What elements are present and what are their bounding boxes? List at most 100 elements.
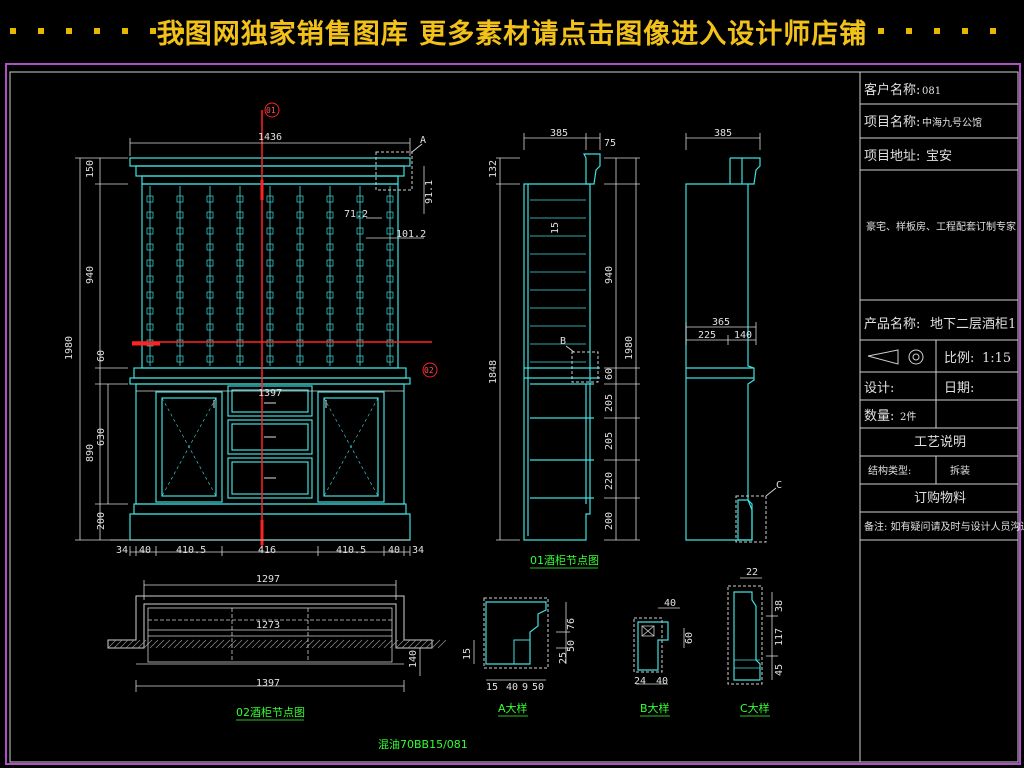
svg-text:385: 385 bbox=[714, 128, 732, 139]
rack-peg bbox=[356, 211, 364, 219]
rack-peg bbox=[236, 211, 244, 219]
detail-c: 22 38 117 45 bbox=[727, 567, 785, 685]
hatch-line bbox=[341, 639, 351, 649]
hatch-line bbox=[215, 639, 225, 649]
caption-detail-b: B大样 bbox=[640, 701, 670, 715]
hatch-line bbox=[281, 639, 291, 649]
date-label: 日期: bbox=[944, 381, 974, 396]
hatch-line bbox=[347, 639, 357, 649]
banner-dot bbox=[122, 28, 128, 34]
rack-peg bbox=[176, 243, 184, 251]
svg-text:101.2: 101.2 bbox=[396, 229, 426, 240]
rack-peg bbox=[296, 275, 304, 283]
hatch-line bbox=[431, 639, 441, 649]
svg-text:140: 140 bbox=[408, 650, 419, 668]
rack-peg bbox=[206, 291, 214, 299]
svg-text:50: 50 bbox=[532, 682, 544, 693]
rack-peg bbox=[236, 323, 244, 331]
qty-value: 2件 bbox=[900, 411, 916, 423]
rack-peg bbox=[206, 339, 214, 347]
caption-detail-c: C大样 bbox=[740, 701, 770, 715]
svg-text:15: 15 bbox=[486, 682, 498, 693]
rack-peg bbox=[386, 211, 394, 219]
side-view: C 385 365 225 140 bbox=[685, 128, 782, 543]
struct-label: 结构类型: bbox=[868, 464, 911, 477]
rack-peg bbox=[146, 323, 154, 331]
banner-dot bbox=[850, 28, 856, 34]
detail-a: 76 50 25 15 15 40 9 50 bbox=[462, 597, 577, 693]
section-shelves bbox=[530, 199, 586, 363]
rack-peg bbox=[146, 355, 154, 363]
hatch-line bbox=[305, 639, 315, 649]
rack-peg bbox=[146, 291, 154, 299]
plan-view-02: 1297 1273 1397 140 bbox=[107, 574, 447, 692]
rack-peg bbox=[356, 323, 364, 331]
rack-peg bbox=[326, 259, 334, 267]
svg-text:416: 416 bbox=[258, 545, 276, 556]
rack-peg bbox=[296, 259, 304, 267]
banner-dot bbox=[38, 28, 44, 34]
rack-peg bbox=[386, 227, 394, 235]
rack-peg bbox=[386, 291, 394, 299]
front-elevation: 01 02 A bbox=[64, 102, 438, 556]
svg-text:410.5: 410.5 bbox=[336, 545, 366, 556]
svg-text:75: 75 bbox=[604, 138, 616, 149]
hatch-line bbox=[275, 639, 285, 649]
rack-peg bbox=[356, 227, 364, 235]
rack-peg bbox=[206, 323, 214, 331]
callout-c: C bbox=[776, 480, 782, 491]
hatch-line bbox=[419, 639, 429, 649]
banner-dot bbox=[962, 28, 968, 34]
rack-peg bbox=[236, 195, 244, 203]
hatch-line bbox=[185, 639, 195, 649]
banner-dot bbox=[178, 28, 184, 34]
plan-dimension-lines bbox=[135, 580, 421, 692]
rack-peg bbox=[386, 339, 394, 347]
rack-peg bbox=[146, 307, 154, 315]
banner-dot bbox=[990, 28, 996, 34]
hatch-line bbox=[155, 639, 165, 649]
plan-dimension-text: 1297 1273 1397 140 bbox=[256, 574, 419, 689]
plan-hatch bbox=[107, 639, 447, 649]
hatch-line bbox=[299, 639, 309, 649]
svg-text:205: 205 bbox=[604, 394, 615, 412]
svg-text:1273: 1273 bbox=[256, 620, 280, 631]
svg-text:34: 34 bbox=[116, 545, 128, 556]
rack-peg bbox=[386, 323, 394, 331]
hatch-line bbox=[395, 639, 405, 649]
cabinet-outline bbox=[129, 157, 411, 541]
svg-text:22: 22 bbox=[746, 567, 758, 578]
svg-text:205: 205 bbox=[604, 432, 615, 450]
svg-text:150: 150 bbox=[85, 160, 96, 178]
hatch-line bbox=[251, 639, 261, 649]
rack-peg bbox=[266, 227, 274, 235]
svg-text:76: 76 bbox=[566, 618, 577, 630]
craft-title: 工艺说明 bbox=[914, 435, 966, 450]
captions: 01酒柜节点图 02酒柜节点图 A大样 B大样 C大样 混油70BB15/081 bbox=[236, 554, 770, 751]
hatch-line bbox=[161, 639, 171, 649]
hatch-line bbox=[119, 639, 129, 649]
svg-text:117: 117 bbox=[774, 628, 785, 646]
rack-peg bbox=[176, 291, 184, 299]
hatch-line bbox=[203, 639, 213, 649]
front-dimension-text: 1436 1980 150 940 60 890 630 200 1397 91… bbox=[64, 132, 435, 556]
rack-peg bbox=[296, 307, 304, 315]
svg-text:1848: 1848 bbox=[488, 360, 499, 384]
svg-text:200: 200 bbox=[96, 512, 107, 530]
scale-label: 比例: bbox=[944, 351, 974, 366]
rack-peg bbox=[266, 291, 274, 299]
project-value: 中海九号公馆 bbox=[922, 116, 982, 129]
svg-text:25: 25 bbox=[558, 652, 569, 664]
svg-text:940: 940 bbox=[85, 266, 96, 284]
svg-text:132: 132 bbox=[488, 160, 499, 178]
hatch-line bbox=[425, 639, 435, 649]
rack-peg bbox=[266, 323, 274, 331]
rack-peg bbox=[326, 291, 334, 299]
callout-box-c bbox=[735, 495, 767, 543]
rack-peg bbox=[296, 355, 304, 363]
rack-peg bbox=[386, 307, 394, 315]
hatch-line bbox=[173, 639, 183, 649]
rack-peg bbox=[176, 275, 184, 283]
hatch-line bbox=[437, 639, 447, 649]
